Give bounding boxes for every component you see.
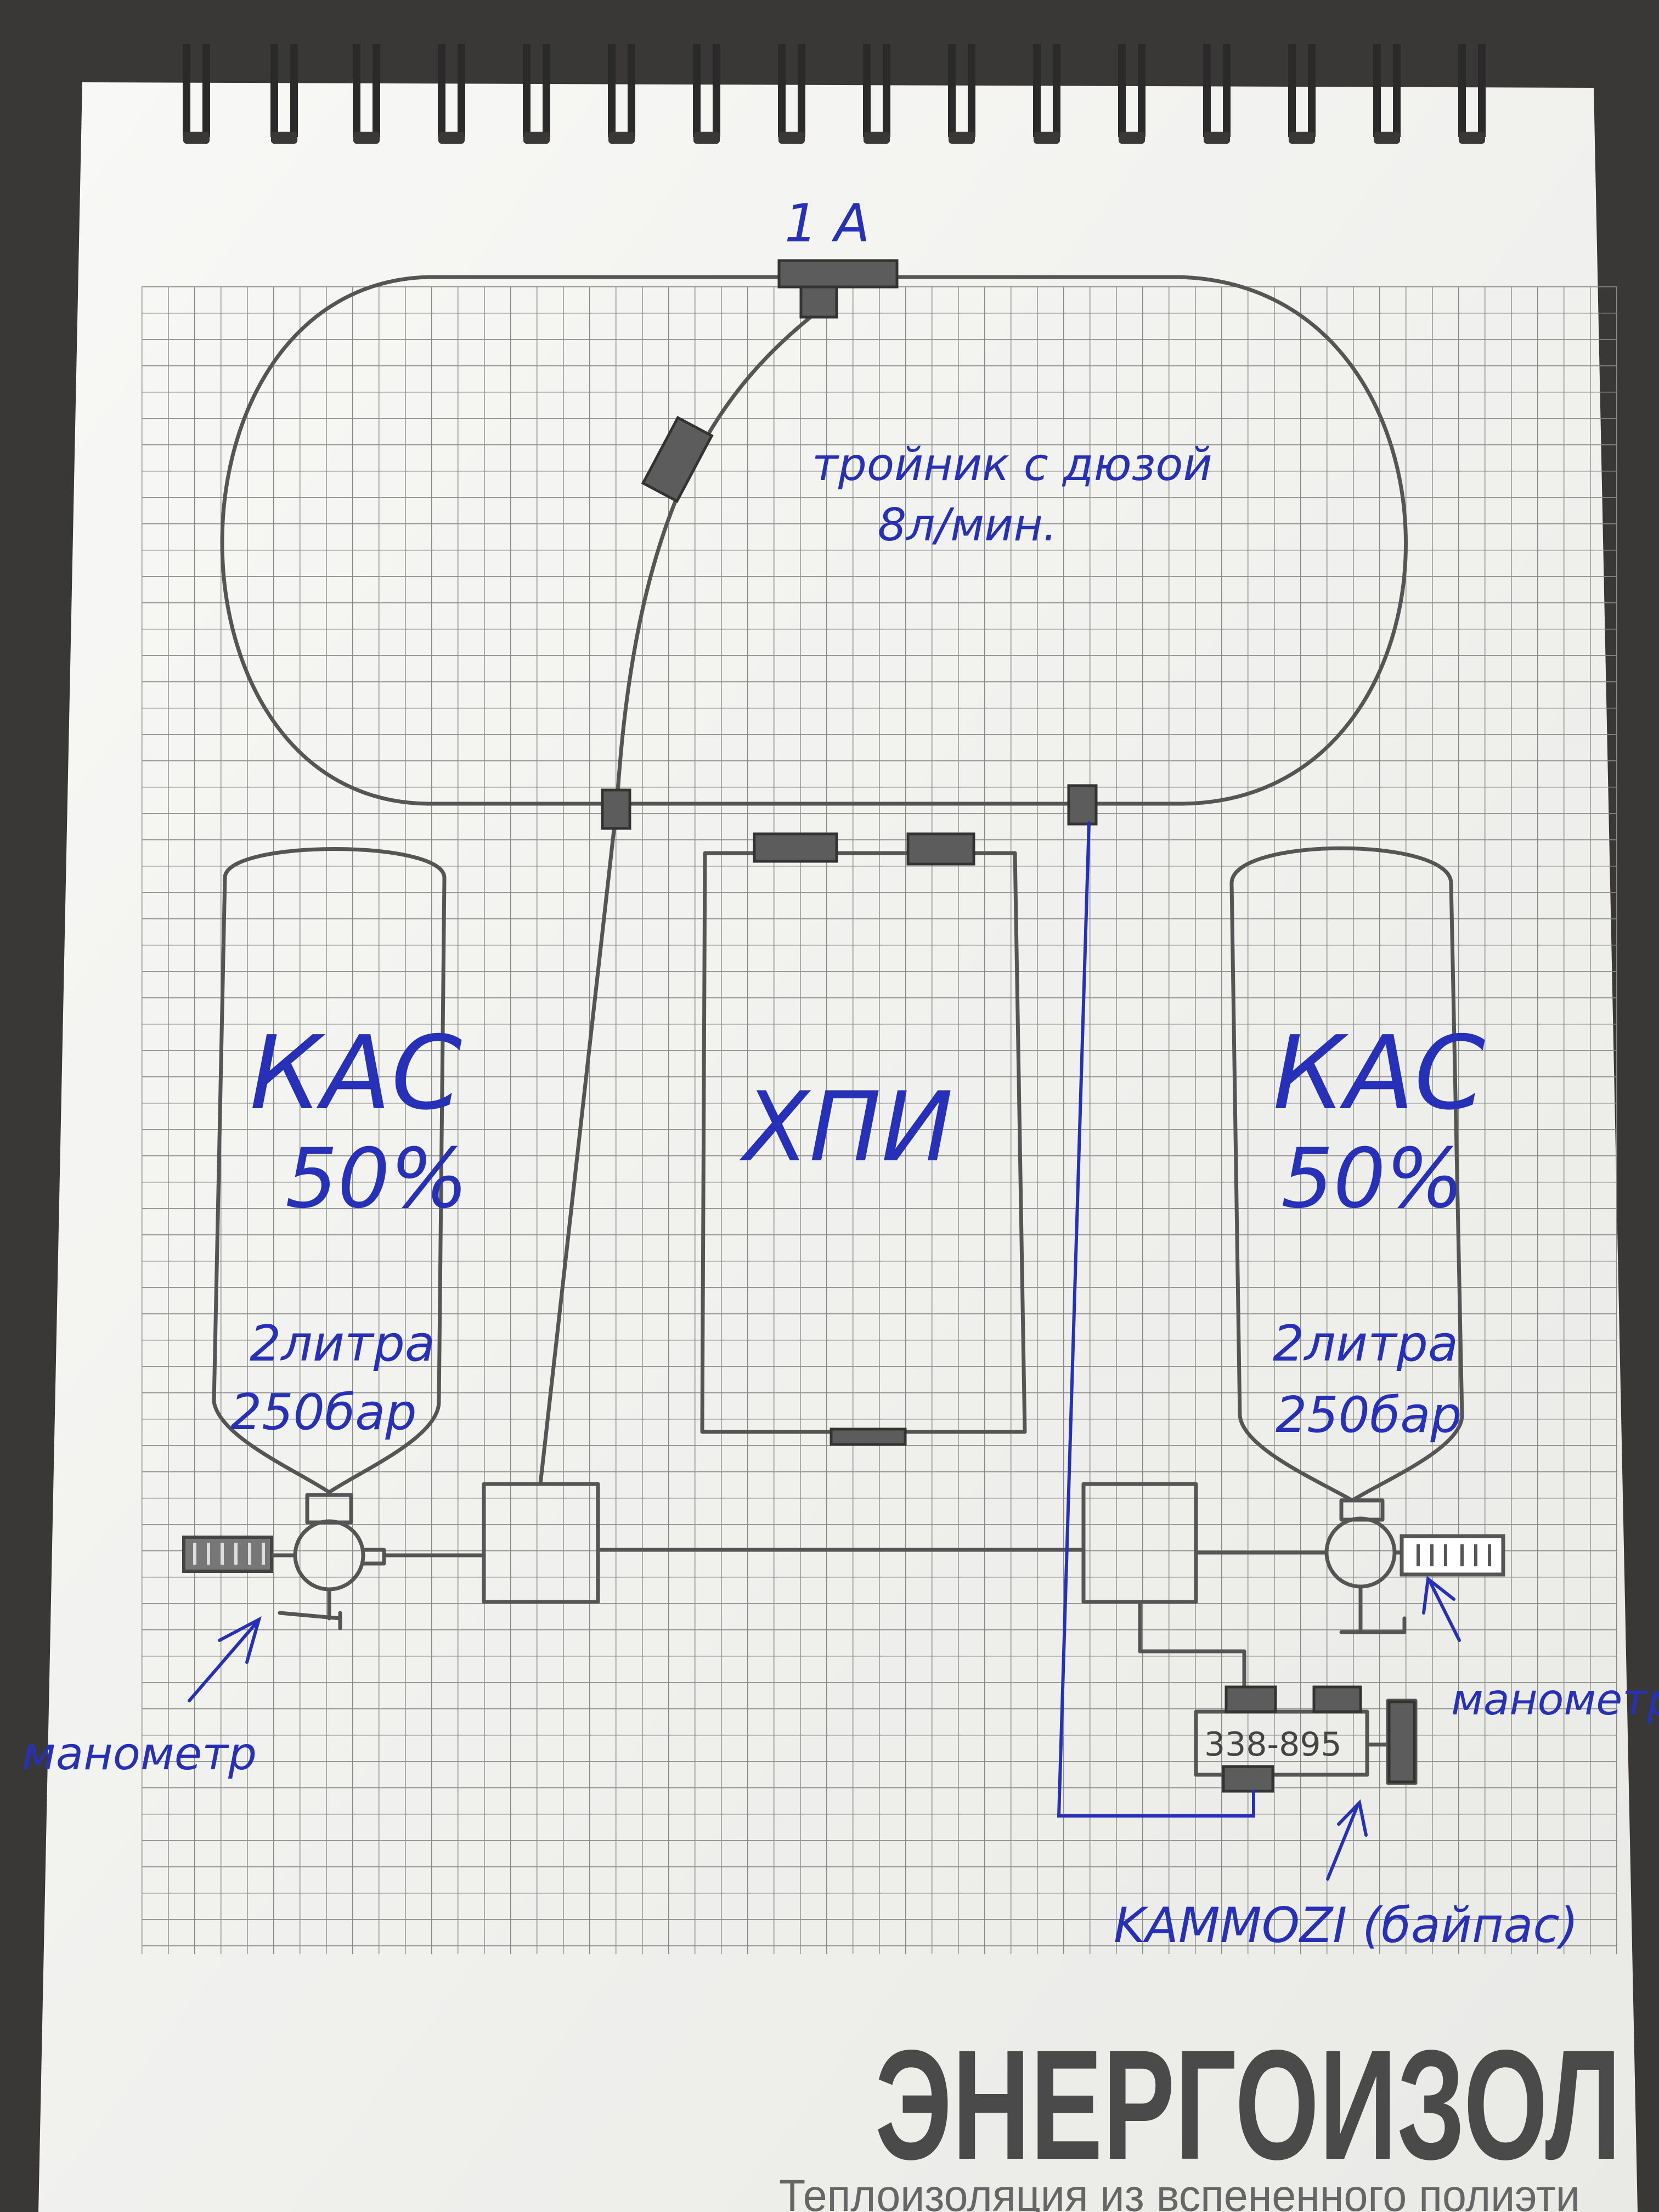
top-fitting-stem: [799, 285, 838, 319]
notebook-tagline: Теплоизоляция из вспененного полиэти: [779, 2171, 1580, 2212]
line-block-to-bypass: [1138, 1600, 1246, 1692]
right-cylinder-volume: 2литра: [1273, 1315, 1458, 1373]
binding-holes: [183, 132, 1485, 144]
right-valve-neck: [1339, 1498, 1385, 1522]
gauge-arrow-right: [1422, 1576, 1461, 1642]
left-cylinder: [212, 847, 447, 1494]
left-pressure-gauge: [182, 1536, 295, 1573]
left-valve-neck: [305, 1493, 353, 1525]
top-fitting: [777, 259, 899, 289]
bypass-valve-code: 338-895: [1204, 1725, 1342, 1764]
tee-flow-label: 8л/мин.: [878, 499, 1057, 551]
heater-fitting-2: [906, 832, 975, 866]
bypass-fitting-3: [1222, 1765, 1274, 1793]
right-cylinder-pressure: 250бар: [1276, 1386, 1462, 1444]
left-valve-handle: [278, 1587, 342, 1630]
tee-nozzle: [641, 416, 714, 503]
heater-fitting-bottom: [830, 1427, 907, 1446]
tank-fitting-left: [601, 788, 631, 830]
right-pressure-gauge: [1395, 1534, 1505, 1577]
left-cylinder-pressure: 250бар: [230, 1384, 417, 1441]
return-line: [1057, 821, 1255, 1818]
bypass-fitting-2: [1312, 1685, 1362, 1713]
top-fitting-label: 1 A: [785, 194, 870, 254]
left-distribution-block: [482, 1482, 600, 1604]
left-cylinder-concentration: 50%: [285, 1131, 468, 1227]
gauge-label-right: манометр: [1451, 1675, 1659, 1725]
left-cylinder-volume: 2литра: [250, 1315, 435, 1373]
right-cylinder: [1229, 846, 1464, 1503]
left-cylinder-gas: КАС: [250, 1014, 462, 1132]
spiral-binding: [183, 44, 1486, 137]
grid-area: [142, 286, 1617, 1954]
tee-label: тройник с дюзой: [812, 439, 1212, 491]
notebook-brand: ЭНЕРГОИЗОЛ: [875, 2018, 1621, 2192]
right-cylinder-concentration: 50%: [1281, 1131, 1464, 1227]
bypass-arrow: [1326, 1799, 1368, 1881]
right-cylinder-gas: КАС: [1273, 1014, 1485, 1132]
heater-label: ХПИ: [739, 1072, 953, 1183]
bypass-label: KAMMOZI (байпас): [1114, 1897, 1578, 1954]
gauge-arrow-left: [188, 1616, 262, 1702]
bypass-handle-fill: [1387, 1700, 1416, 1784]
heater-fitting-1: [753, 832, 838, 863]
gauge-label-left: манометр: [22, 1728, 257, 1780]
bypass-fitting-1: [1224, 1685, 1277, 1713]
main-tank: [220, 275, 1408, 806]
tank-fitting-right: [1067, 784, 1098, 826]
right-valve-handle: [1339, 1584, 1407, 1634]
